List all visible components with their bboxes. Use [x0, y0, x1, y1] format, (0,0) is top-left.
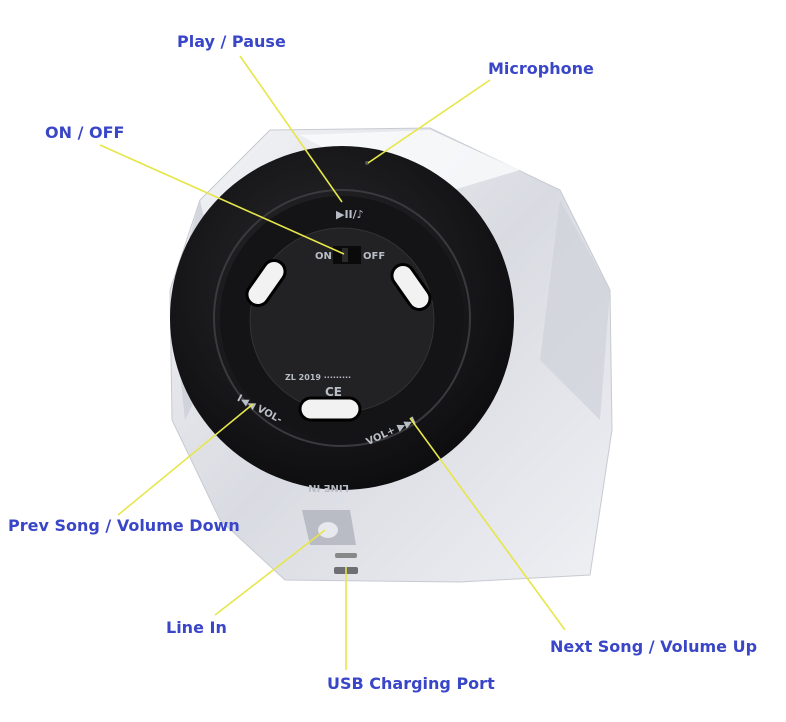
leader-line-prev	[117, 403, 254, 516]
on-marking: ON	[315, 251, 332, 262]
leader-line-mic	[367, 79, 491, 164]
leader-lines	[99, 55, 566, 670]
label-prev-song: Prev Song / Volume Down	[8, 516, 240, 535]
label-usb-port: USB Charging Port	[327, 674, 495, 693]
leader-line-next	[409, 417, 566, 631]
line-in-marking: LINE IN	[308, 482, 349, 493]
label-play-pause: Play / Pause	[177, 32, 286, 51]
off-marking: OFF	[363, 251, 385, 262]
certification-code: ZL 2019 ·········	[285, 373, 351, 382]
label-next-song: Next Song / Volume Up	[550, 637, 758, 656]
label-microphone: Microphone	[488, 59, 594, 78]
leader-line-onoff	[99, 144, 345, 255]
leader-line-play	[239, 55, 343, 203]
label-line-in: Line In	[166, 618, 227, 637]
ce-logo: CE	[325, 385, 342, 399]
label-on-off: ON / OFF	[45, 123, 125, 142]
play-pause-button[interactable]: ▶II/♪	[336, 208, 364, 221]
microphone-hole	[365, 161, 369, 165]
leader-line-linein	[214, 529, 326, 616]
